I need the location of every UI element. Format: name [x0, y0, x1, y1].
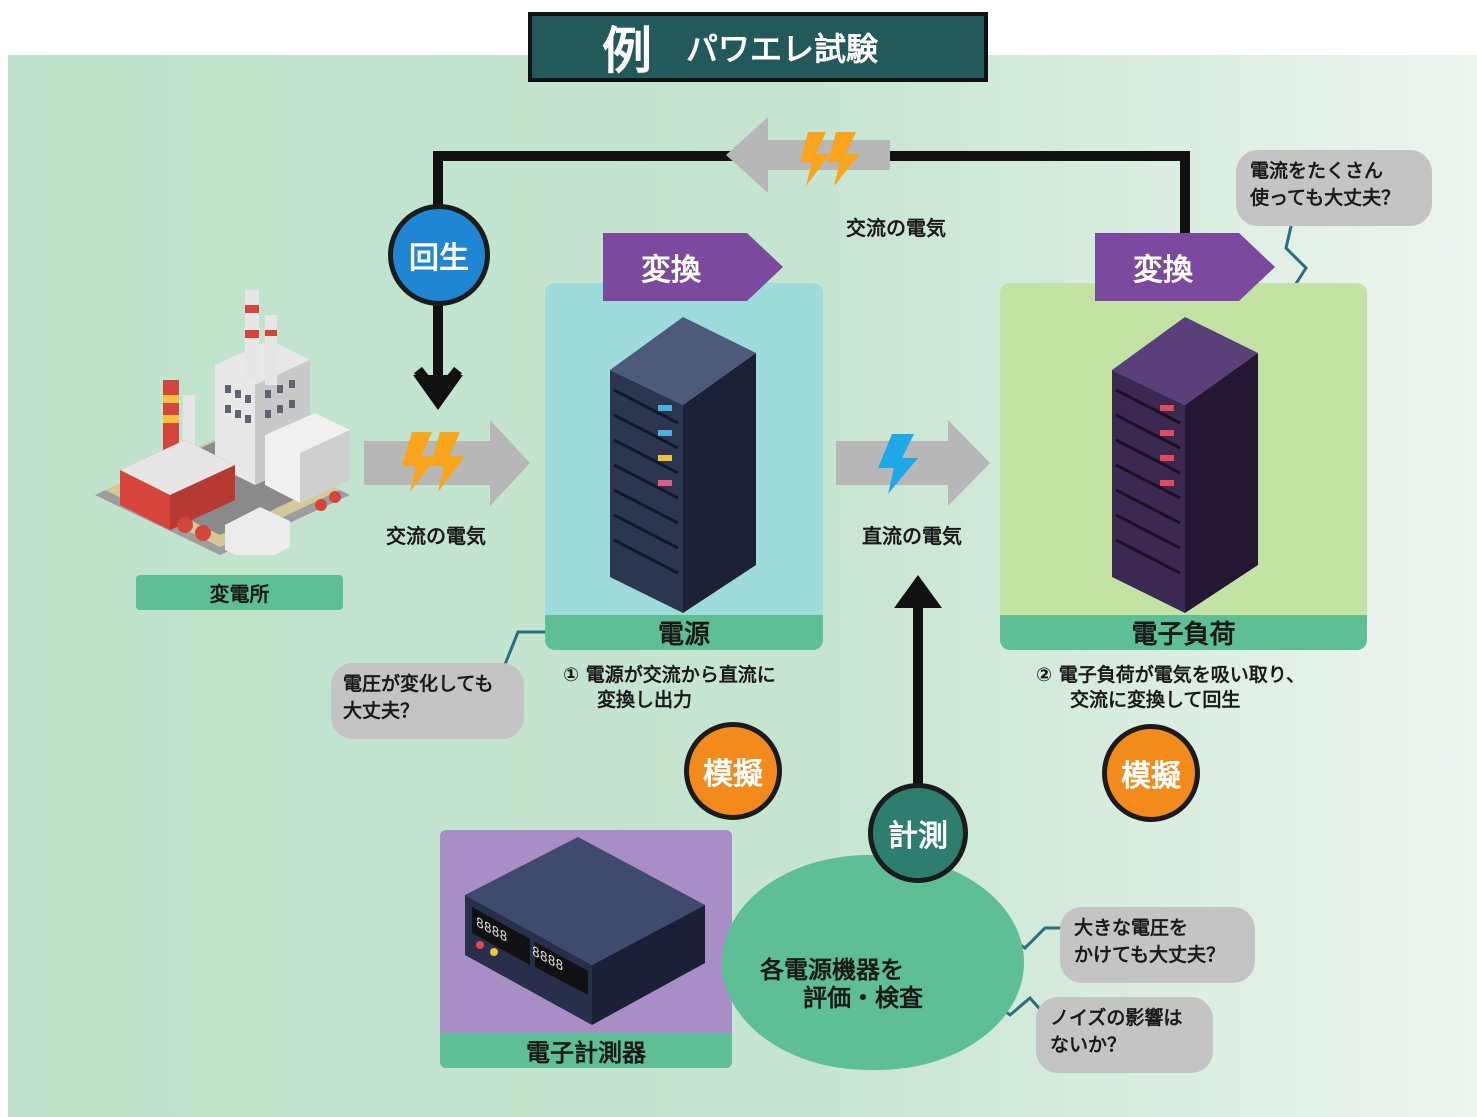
- bubble-text: ノイズの影響は: [1050, 1007, 1183, 1029]
- meter-label: 電子計測器: [440, 1033, 732, 1068]
- measure-badge: 計測: [868, 783, 968, 883]
- power-supply-desc-1: ① 電源が交流から直流に: [563, 664, 776, 686]
- electronic-load-desc-2: 交流に変換して回生: [1070, 689, 1241, 711]
- bubble-voltage-change: 電圧が変化しても 大丈夫？: [331, 663, 524, 739]
- electronic-load-label: 電子負荷: [1000, 615, 1367, 650]
- bubble-text: 使っても大丈夫？: [1250, 187, 1401, 209]
- bubble-text: 大丈夫？: [343, 700, 420, 722]
- evaluation-line-1: 各電源機器を: [760, 956, 904, 984]
- convert-right-tag: 変換: [1095, 233, 1275, 301]
- lightning-bolt-icon: [402, 432, 465, 492]
- simulate-left-label: 模擬: [703, 757, 763, 792]
- power-supply-label: 電源: [545, 615, 823, 650]
- regen-arrow-chevron: [414, 366, 462, 404]
- title-prefix: 例: [602, 22, 652, 80]
- dc-label: 直流の電気: [862, 524, 962, 548]
- convert-right-label: 変換: [1133, 253, 1193, 288]
- bubble-high-voltage: 大きな電圧を かけても大丈夫？: [1060, 907, 1255, 983]
- bubble-text: かけても大丈夫？: [1074, 944, 1226, 966]
- bubble-noise: ノイズの影響は ないか？: [1036, 997, 1213, 1073]
- regen-badge: 回生: [388, 204, 490, 306]
- simulate-left-badge: 模擬: [684, 722, 782, 820]
- server-rack-icon: [1112, 317, 1258, 613]
- bubble-text: 大きな電圧を: [1074, 917, 1189, 939]
- ac-in-label: 交流の電気: [386, 524, 486, 548]
- evaluation-line-2: 評価・検査: [803, 984, 923, 1012]
- server-rack-icon: [610, 317, 756, 613]
- simulate-right-label: 模擬: [1121, 759, 1181, 794]
- factory-icon: [95, 290, 350, 555]
- bubble-text: 電圧が変化しても: [343, 673, 494, 695]
- bubble-text: ないか？: [1050, 1034, 1127, 1056]
- electronic-load-desc-1: ② 電子負荷が電気を吸い取り、: [1036, 664, 1305, 686]
- measuring-device-icon: [465, 837, 705, 1025]
- measure-label: 計測: [888, 819, 948, 854]
- power-supply-desc-2: 変換し出力: [597, 689, 693, 711]
- convert-left-label: 変換: [641, 253, 701, 288]
- evaluation-blob: [722, 855, 1024, 1070]
- page-title: パワエレ試験: [686, 30, 879, 68]
- callout-connector: [1284, 221, 1308, 294]
- regen-label: 回生: [409, 241, 469, 276]
- measure-arrow-head: [894, 575, 942, 608]
- substation-label: 変電所: [136, 575, 343, 610]
- ac-top-label: 交流の電気: [846, 216, 946, 240]
- lightning-bolt-icon: [800, 132, 860, 186]
- lightning-bolt-icon: [878, 434, 918, 494]
- bubble-current-much: 電流をたくさん 使っても大丈夫？: [1236, 150, 1432, 226]
- bubble-text: 電流をたくさん: [1250, 160, 1384, 182]
- simulate-right-badge: 模擬: [1102, 724, 1200, 822]
- convert-left-tag: 変換: [603, 233, 783, 301]
- title-box: 例 パワエレ試験: [528, 12, 988, 82]
